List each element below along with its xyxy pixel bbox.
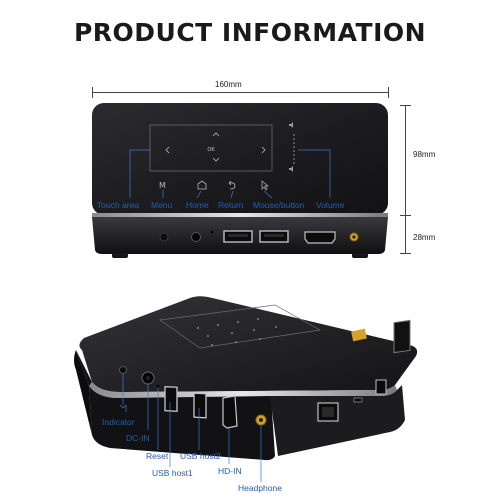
depth-dimension-line <box>405 105 406 253</box>
reset-hole-side <box>156 384 160 388</box>
callout-mouse-button: Mouse/button <box>253 200 305 210</box>
indicator-light <box>119 366 127 374</box>
arrow-right-icon <box>261 146 266 154</box>
arrow-left-icon <box>165 146 170 154</box>
callout-hd-in: HD-IN <box>218 466 242 476</box>
touch-pad-perspective <box>159 304 322 349</box>
width-dimension-line <box>92 92 388 93</box>
mouse-icon <box>261 180 269 191</box>
menu-icon: M <box>159 181 166 190</box>
usb-host1-port <box>164 385 178 412</box>
callout-volume: Volume <box>316 200 345 210</box>
side-switch <box>375 379 387 395</box>
callout-usb-host1: USB host1 <box>152 468 193 478</box>
callout-return: Return <box>218 200 244 210</box>
callout-indicator: Indicator <box>102 417 135 427</box>
ok-label: OK <box>207 147 215 153</box>
touch-pad <box>149 124 273 172</box>
width-label: 160mm <box>215 80 242 89</box>
return-icon <box>228 180 236 190</box>
depth-tick-top <box>400 105 411 106</box>
side-port-right <box>393 319 411 354</box>
side-slot <box>353 397 363 403</box>
width-tick-right <box>388 87 389 98</box>
top-callout-leaders <box>129 149 331 199</box>
logo-sticker <box>351 328 367 342</box>
power-button-icon <box>159 232 169 242</box>
height-label: 28mm <box>413 233 436 242</box>
callout-menu: Menu <box>151 200 173 210</box>
page-title: PRODUCT INFORMATION <box>73 18 427 47</box>
device-perspective-view <box>74 296 418 461</box>
arrow-down-icon <box>212 157 220 162</box>
width-tick-left <box>92 87 93 98</box>
depth-tick-mid <box>400 215 411 216</box>
depth-tick-bottom <box>400 253 411 254</box>
callout-home: Home <box>186 200 209 210</box>
usb-host2-port <box>193 392 207 419</box>
device-top-view: OK M <box>92 103 388 258</box>
callout-touch-area: Touch area <box>97 200 140 210</box>
callout-usb-host2: USB host2 <box>180 451 221 461</box>
depth-label: 98mm <box>413 150 436 159</box>
volume-slider-icon <box>289 122 295 172</box>
callout-reset: Reset <box>146 451 169 461</box>
callout-dc-in: DC-IN <box>126 433 150 443</box>
hdmi-port-side <box>222 395 238 429</box>
reset-hole <box>210 230 214 234</box>
callout-headphone: Headphone <box>238 483 282 493</box>
hdmi-port <box>304 231 336 244</box>
side-callout-leaders <box>119 374 262 482</box>
home-icon <box>197 180 207 190</box>
dc-in-port <box>191 232 201 242</box>
arrow-up-icon <box>212 132 220 137</box>
